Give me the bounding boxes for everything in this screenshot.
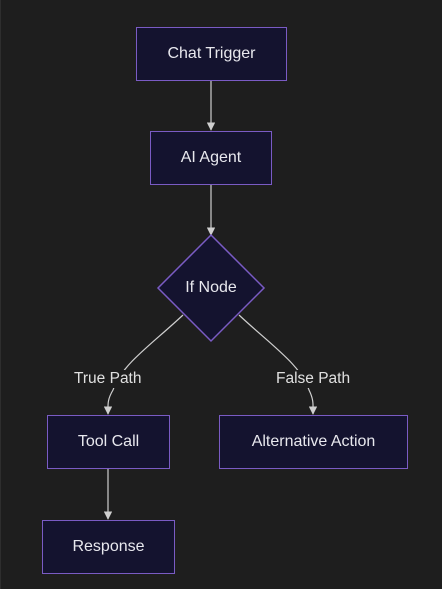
chat-trigger-node: Chat Trigger	[136, 27, 287, 81]
ai-agent-label: AI Agent	[180, 149, 242, 166]
response-node: Response	[42, 520, 175, 574]
if-node-label: If Node	[185, 279, 237, 296]
response-label: Response	[72, 538, 145, 555]
alternative-action-label: Alternative Action	[251, 433, 376, 450]
edge-if-node-to-alternative-action	[238, 314, 318, 415]
chat-trigger-label: Chat Trigger	[167, 45, 256, 62]
tool-call-label: Tool Call	[77, 433, 140, 450]
ai-agent-node: AI Agent	[150, 131, 272, 185]
false-path-label: False Path	[274, 370, 353, 388]
true-path-label: True Path	[72, 370, 144, 388]
if-node-diamond	[156, 233, 266, 343]
edge-if-node-to-tool-call	[103, 314, 184, 415]
alternative-action-node: Alternative Action	[219, 415, 408, 469]
tool-call-node: Tool Call	[47, 415, 170, 469]
